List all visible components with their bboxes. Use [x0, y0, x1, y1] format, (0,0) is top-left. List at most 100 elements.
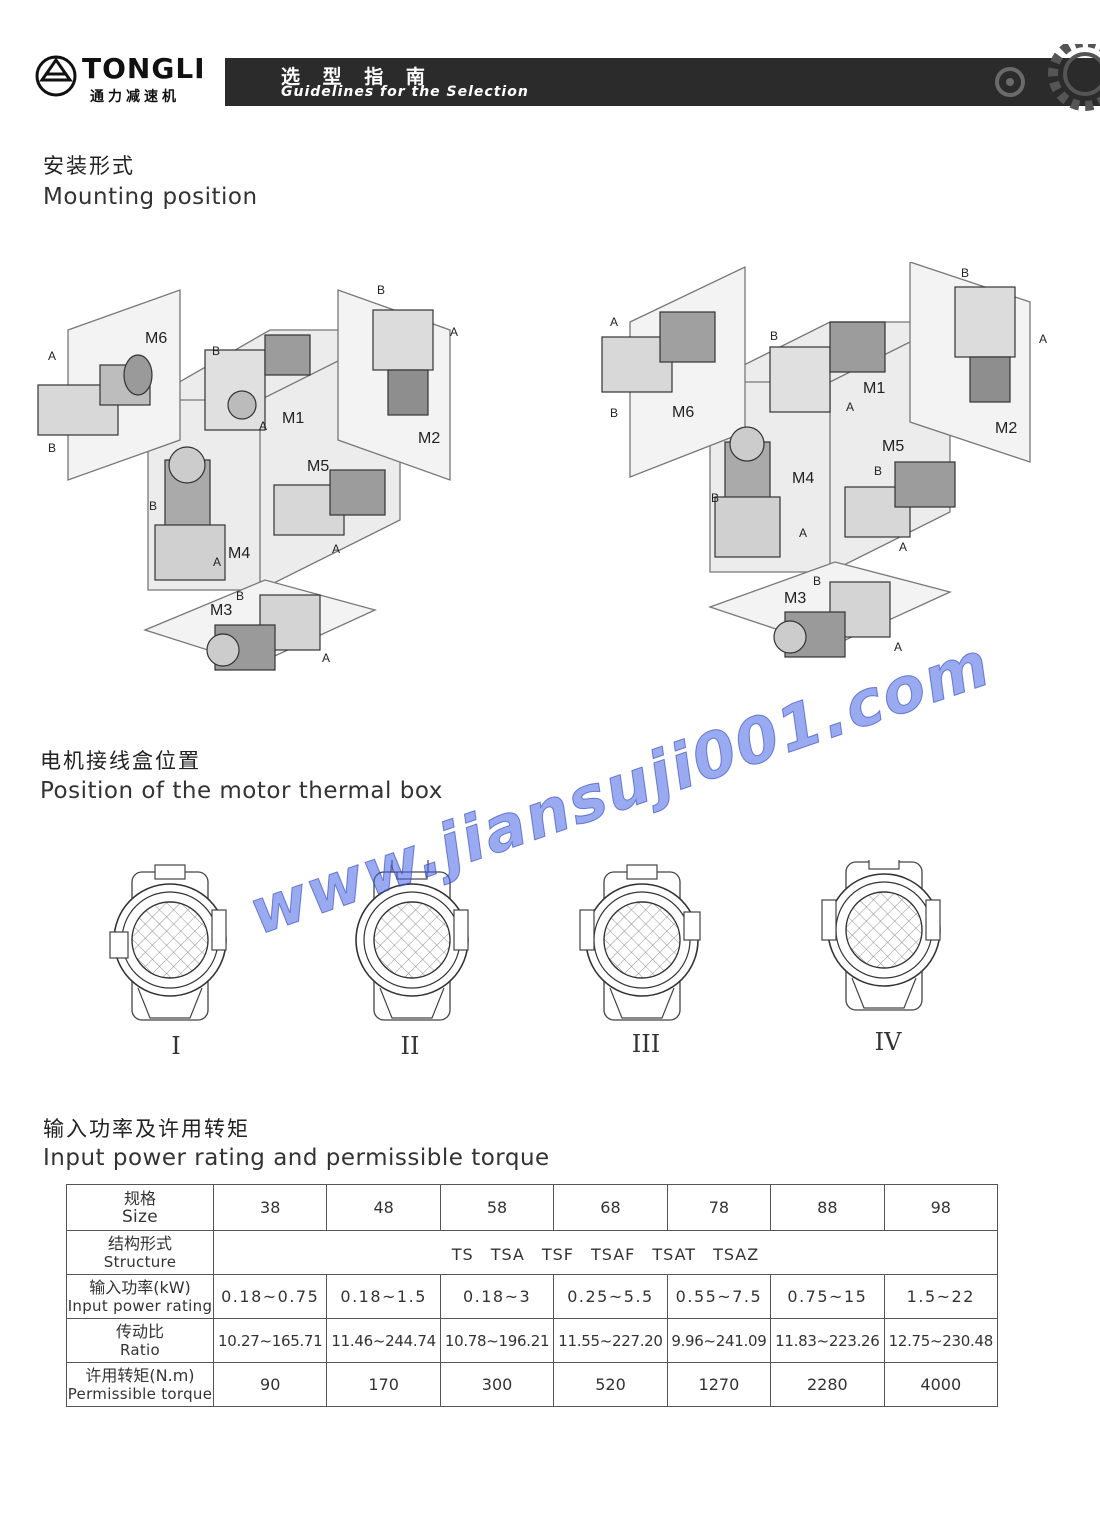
thermal-position-iii: [579, 864, 701, 1021]
svg-text:M2: M2: [995, 420, 1017, 437]
svg-text:B: B: [212, 344, 220, 358]
thermal-position-i: [109, 864, 227, 1021]
label-m4: M4: [228, 545, 250, 562]
ratio-cell: 11.46~244.74: [326, 1318, 441, 1363]
label-m5: M5: [307, 458, 329, 475]
size-cell: 98: [883, 1184, 999, 1231]
rating-title-cn: 输入功率及许用转矩: [43, 1117, 250, 1141]
power-cell: 1.5~22: [883, 1274, 999, 1319]
size-cell: 38: [212, 1184, 328, 1231]
power-cell: 0.75~15: [770, 1274, 885, 1319]
svg-text:B: B: [874, 464, 882, 478]
torque-cell: 520: [553, 1362, 668, 1407]
thermal-position-iv: [821, 860, 941, 1011]
table-row-power: 输入功率(kW)Input power rating 0.18~0.75 0.1…: [66, 1274, 999, 1319]
thermal-title-cn: 电机接线盒位置: [40, 749, 201, 773]
thermal-title-en: Position of the motor thermal box: [40, 778, 443, 804]
svg-text:B: B: [770, 329, 778, 343]
svg-text:A: A: [846, 400, 854, 414]
mounting-title-cn: 安装形式: [43, 154, 135, 178]
ratio-cell: 10.27~165.71: [212, 1318, 328, 1363]
power-cell: 0.18~0.75: [212, 1274, 328, 1319]
mounting-diagram-left: M6 M1 M2 M5 M4 M3 A B B A B A B A A B A: [37, 283, 458, 671]
power-cell: 0.55~7.5: [666, 1274, 772, 1319]
svg-text:B: B: [149, 499, 157, 513]
thermal-label-iv: IV: [874, 1028, 902, 1056]
header-title-en: Guidelines for the Selection: [281, 84, 529, 100]
size-cell: 88: [770, 1184, 885, 1231]
label-m6: M6: [145, 330, 167, 347]
mounting-title-en: Mounting position: [43, 184, 258, 210]
svg-text:A: A: [1039, 332, 1047, 346]
header-title-cn: 选 型 指 南: [281, 66, 433, 88]
torque-cell: 300: [439, 1362, 555, 1407]
power-header: 输入功率(kW)Input power rating: [66, 1274, 214, 1319]
torque-cell: 170: [326, 1362, 441, 1407]
svg-text:A: A: [450, 325, 458, 339]
svg-text:M1: M1: [863, 380, 885, 397]
torque-cell: 90: [212, 1362, 328, 1407]
svg-text:B: B: [610, 406, 618, 420]
svg-text:B: B: [377, 283, 385, 297]
mounting-diagram-right: M6 M1 M2 M5 M4 M3 A B B A B A B A B A B …: [601, 262, 1047, 658]
svg-text:M4: M4: [792, 470, 814, 487]
svg-text:M6: M6: [672, 404, 694, 421]
rating-title-en: Input power rating and permissible torqu…: [43, 1145, 550, 1171]
size-cell: 68: [553, 1184, 668, 1231]
size-cell: 48: [326, 1184, 441, 1231]
svg-text:M5: M5: [882, 438, 904, 455]
structure-cell: TS TSA TSF TSAF TSAT TSAZ: [213, 1230, 998, 1275]
power-cell: 0.18~3: [439, 1274, 555, 1319]
svg-text:B: B: [236, 589, 244, 603]
header-bar: 选 型 指 南 Guidelines for the Selection: [225, 44, 1100, 111]
ratio-cell: 9.96~241.09: [666, 1318, 772, 1363]
label-m2: M2: [418, 430, 440, 447]
svg-text:A: A: [332, 542, 340, 556]
ratio-cell: 11.55~227.20: [553, 1318, 668, 1363]
svg-text:A: A: [259, 419, 267, 433]
mounting-labels-right: M6 M1 M2 M5 M4 M3 A B B A B A B A B A B …: [610, 266, 1047, 654]
ratio-cell: 10.78~196.21: [439, 1318, 555, 1363]
label-m1: M1: [282, 410, 304, 427]
table-row-torque: 许用转矩(N.m)Permissible torque 90 170 300 5…: [66, 1362, 999, 1407]
torque-cell: 2280: [770, 1362, 885, 1407]
thermal-label-i: I: [171, 1032, 181, 1060]
mounting-labels-left: M6 M1 M2 M5 M4 M3 A B B A B A B A A B A: [48, 283, 458, 665]
label-m3: M3: [210, 602, 232, 619]
thermal-label-iii: III: [631, 1030, 661, 1058]
thermal-position-ii: [355, 860, 469, 1021]
ratio-cell: 11.83~223.26: [770, 1318, 885, 1363]
svg-text:A: A: [799, 526, 807, 540]
svg-text:M3: M3: [784, 590, 806, 607]
svg-text:A: A: [48, 349, 56, 363]
brand-logo: TONGLI 通力减速机: [34, 50, 214, 110]
svg-text:A: A: [610, 315, 618, 329]
thermal-box-drawings: [109, 860, 941, 1021]
torque-cell: 4000: [883, 1362, 999, 1407]
gear-icon: [995, 44, 1100, 111]
svg-text:B: B: [961, 266, 969, 280]
svg-text:A: A: [899, 540, 907, 554]
ratio-cell: 12.75~230.48: [883, 1318, 999, 1363]
torque-header: 许用转矩(N.m)Permissible torque: [66, 1362, 214, 1407]
size-cell: 78: [666, 1184, 772, 1231]
power-cell: 0.18~1.5: [326, 1274, 441, 1319]
tongli-emblem-icon: [35, 55, 77, 97]
power-cell: 0.25~5.5: [553, 1274, 668, 1319]
size-cell: 58: [439, 1184, 555, 1231]
thermal-label-ii: II: [400, 1032, 420, 1060]
brand-subtitle: 通力减速机: [90, 89, 180, 105]
svg-text:B: B: [813, 574, 821, 588]
svg-text:A: A: [322, 651, 330, 665]
svg-text:B: B: [711, 491, 719, 505]
svg-text:B: B: [48, 441, 56, 455]
torque-cell: 1270: [666, 1362, 772, 1407]
brand-name: TONGLI: [82, 52, 206, 85]
